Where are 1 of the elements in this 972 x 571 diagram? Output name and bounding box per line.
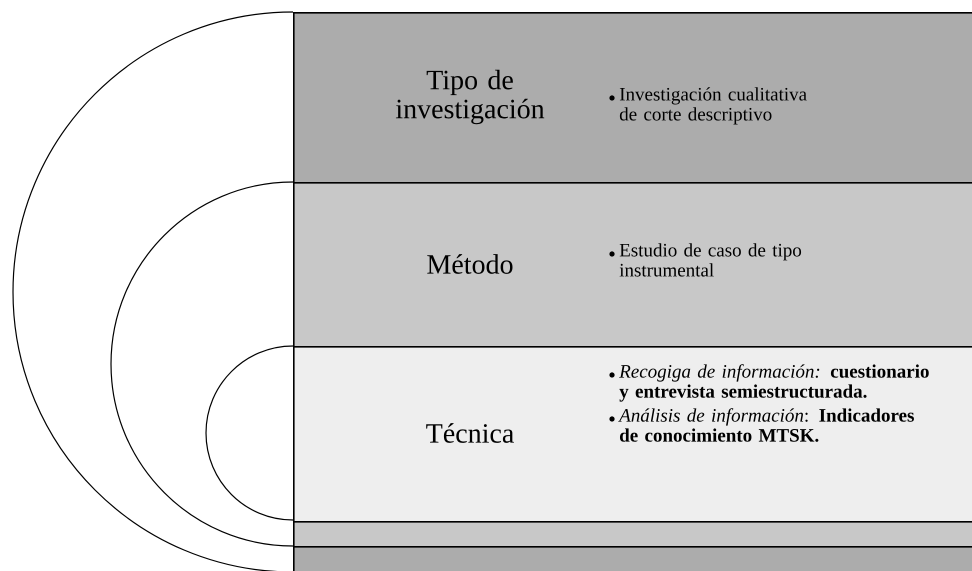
band: Técnica Recogiga de información: cuestionario y entrevista semiestructurada. Análisis de información: Indicadores de conocimiento MTSK. bbox=[293, 346, 972, 523]
